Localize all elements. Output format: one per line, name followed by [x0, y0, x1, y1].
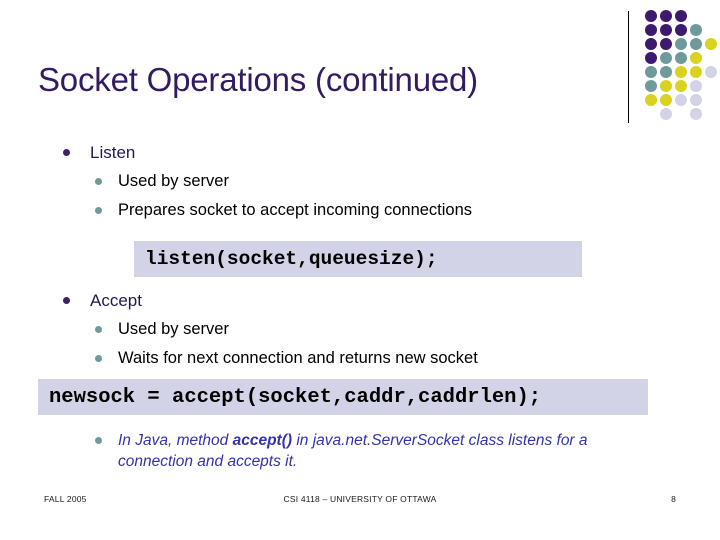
decorative-dot [675, 24, 687, 36]
accept-heading-label: Accept [90, 291, 142, 310]
decorative-dot [675, 52, 687, 64]
bullet-dot-icon [95, 355, 102, 362]
page-title: Socket Operations (continued) [38, 61, 478, 98]
decorative-dot [660, 24, 672, 36]
decorative-dot [660, 66, 672, 78]
footer-page-number: 8 [671, 494, 676, 504]
decorative-dot [660, 108, 672, 120]
accept-point-label: Waits for next connection and returns ne… [118, 349, 478, 367]
bullet-level2-listen-0: Used by server [0, 167, 720, 196]
java-note-block: In Java, method accept() in java.net.Ser… [0, 430, 720, 472]
decorative-dot [645, 52, 657, 64]
code-text: listen(socket,queuesize); [145, 248, 438, 270]
decorative-dot [705, 66, 717, 78]
decorative-dot [645, 38, 657, 50]
note-emphasis-label: accept() [232, 432, 293, 449]
decorative-dot [690, 94, 702, 106]
decorative-dot [645, 24, 657, 36]
bullet-level2-accept-0: Used by server [0, 315, 720, 344]
note-prefix-label: In Java, method [118, 432, 233, 449]
bullet-dot-icon [63, 149, 70, 156]
decorative-dot [690, 24, 702, 36]
bullet-level1-listen: Listen [0, 140, 720, 165]
decorative-dot [660, 94, 672, 106]
decorative-dot [690, 66, 702, 78]
decorative-dot [690, 108, 702, 120]
bullet-dot-icon [95, 178, 102, 185]
accept-point-label: Used by server [118, 320, 229, 338]
decorative-dot [675, 38, 687, 50]
bullet-level2-accept-1: Waits for next connection and returns ne… [0, 344, 720, 373]
decorative-dot-grid [645, 10, 717, 126]
bullet-level1-accept: Accept [0, 288, 720, 313]
listen-point-label: Prepares socket to accept incoming conne… [118, 201, 473, 219]
decorative-dot [705, 38, 717, 50]
listen-heading-label: Listen [90, 143, 136, 162]
bullet-level2-listen-1: Prepares socket to accept incoming conne… [0, 196, 720, 225]
decorative-dot [690, 80, 702, 92]
decorative-dot [675, 80, 687, 92]
decorative-dot [660, 10, 672, 22]
bullet-dot-icon [95, 326, 102, 333]
footer-term-label: FALL 2005 [44, 494, 87, 504]
bullet-dot-icon [95, 207, 102, 214]
slide-body: Listen Used by server Prepares socket to… [0, 140, 720, 225]
note-suffix-label: in java.net.ServerSocket class listens f… [118, 432, 588, 470]
code-text: newsock = accept(socket,caddr,caddrlen); [49, 385, 542, 409]
decorative-dot [675, 94, 687, 106]
decorative-dot [675, 66, 687, 78]
decorative-dot [645, 94, 657, 106]
listen-block: Listen Used by server Prepares socket to… [0, 140, 720, 225]
slide-footer: FALL 2005 CSI 4118 – UNIVERSITY OF OTTAW… [0, 494, 720, 510]
footer-course-label: CSI 4118 – UNIVERSITY OF OTTAWA [283, 494, 437, 504]
bullet-dot-icon [63, 297, 70, 304]
listen-point-label: Used by server [118, 172, 229, 190]
decorative-dot [660, 52, 672, 64]
decorative-dot [660, 80, 672, 92]
bullet-dot-icon [95, 437, 102, 444]
decorative-dot [645, 10, 657, 22]
decorative-dot [675, 10, 687, 22]
decorative-divider-line [628, 11, 629, 123]
decorative-dot [690, 38, 702, 50]
code-snippet-accept: newsock = accept(socket,caddr,caddrlen); [38, 379, 648, 415]
decorative-dot [660, 38, 672, 50]
accept-block: Accept Used by server Waits for next con… [0, 288, 720, 373]
decorative-dot [645, 80, 657, 92]
decorative-dot [690, 52, 702, 64]
decorative-dot [645, 66, 657, 78]
bullet-level2-note: In Java, method accept() in java.net.Ser… [0, 430, 720, 472]
code-snippet-listen: listen(socket,queuesize); [134, 241, 582, 277]
